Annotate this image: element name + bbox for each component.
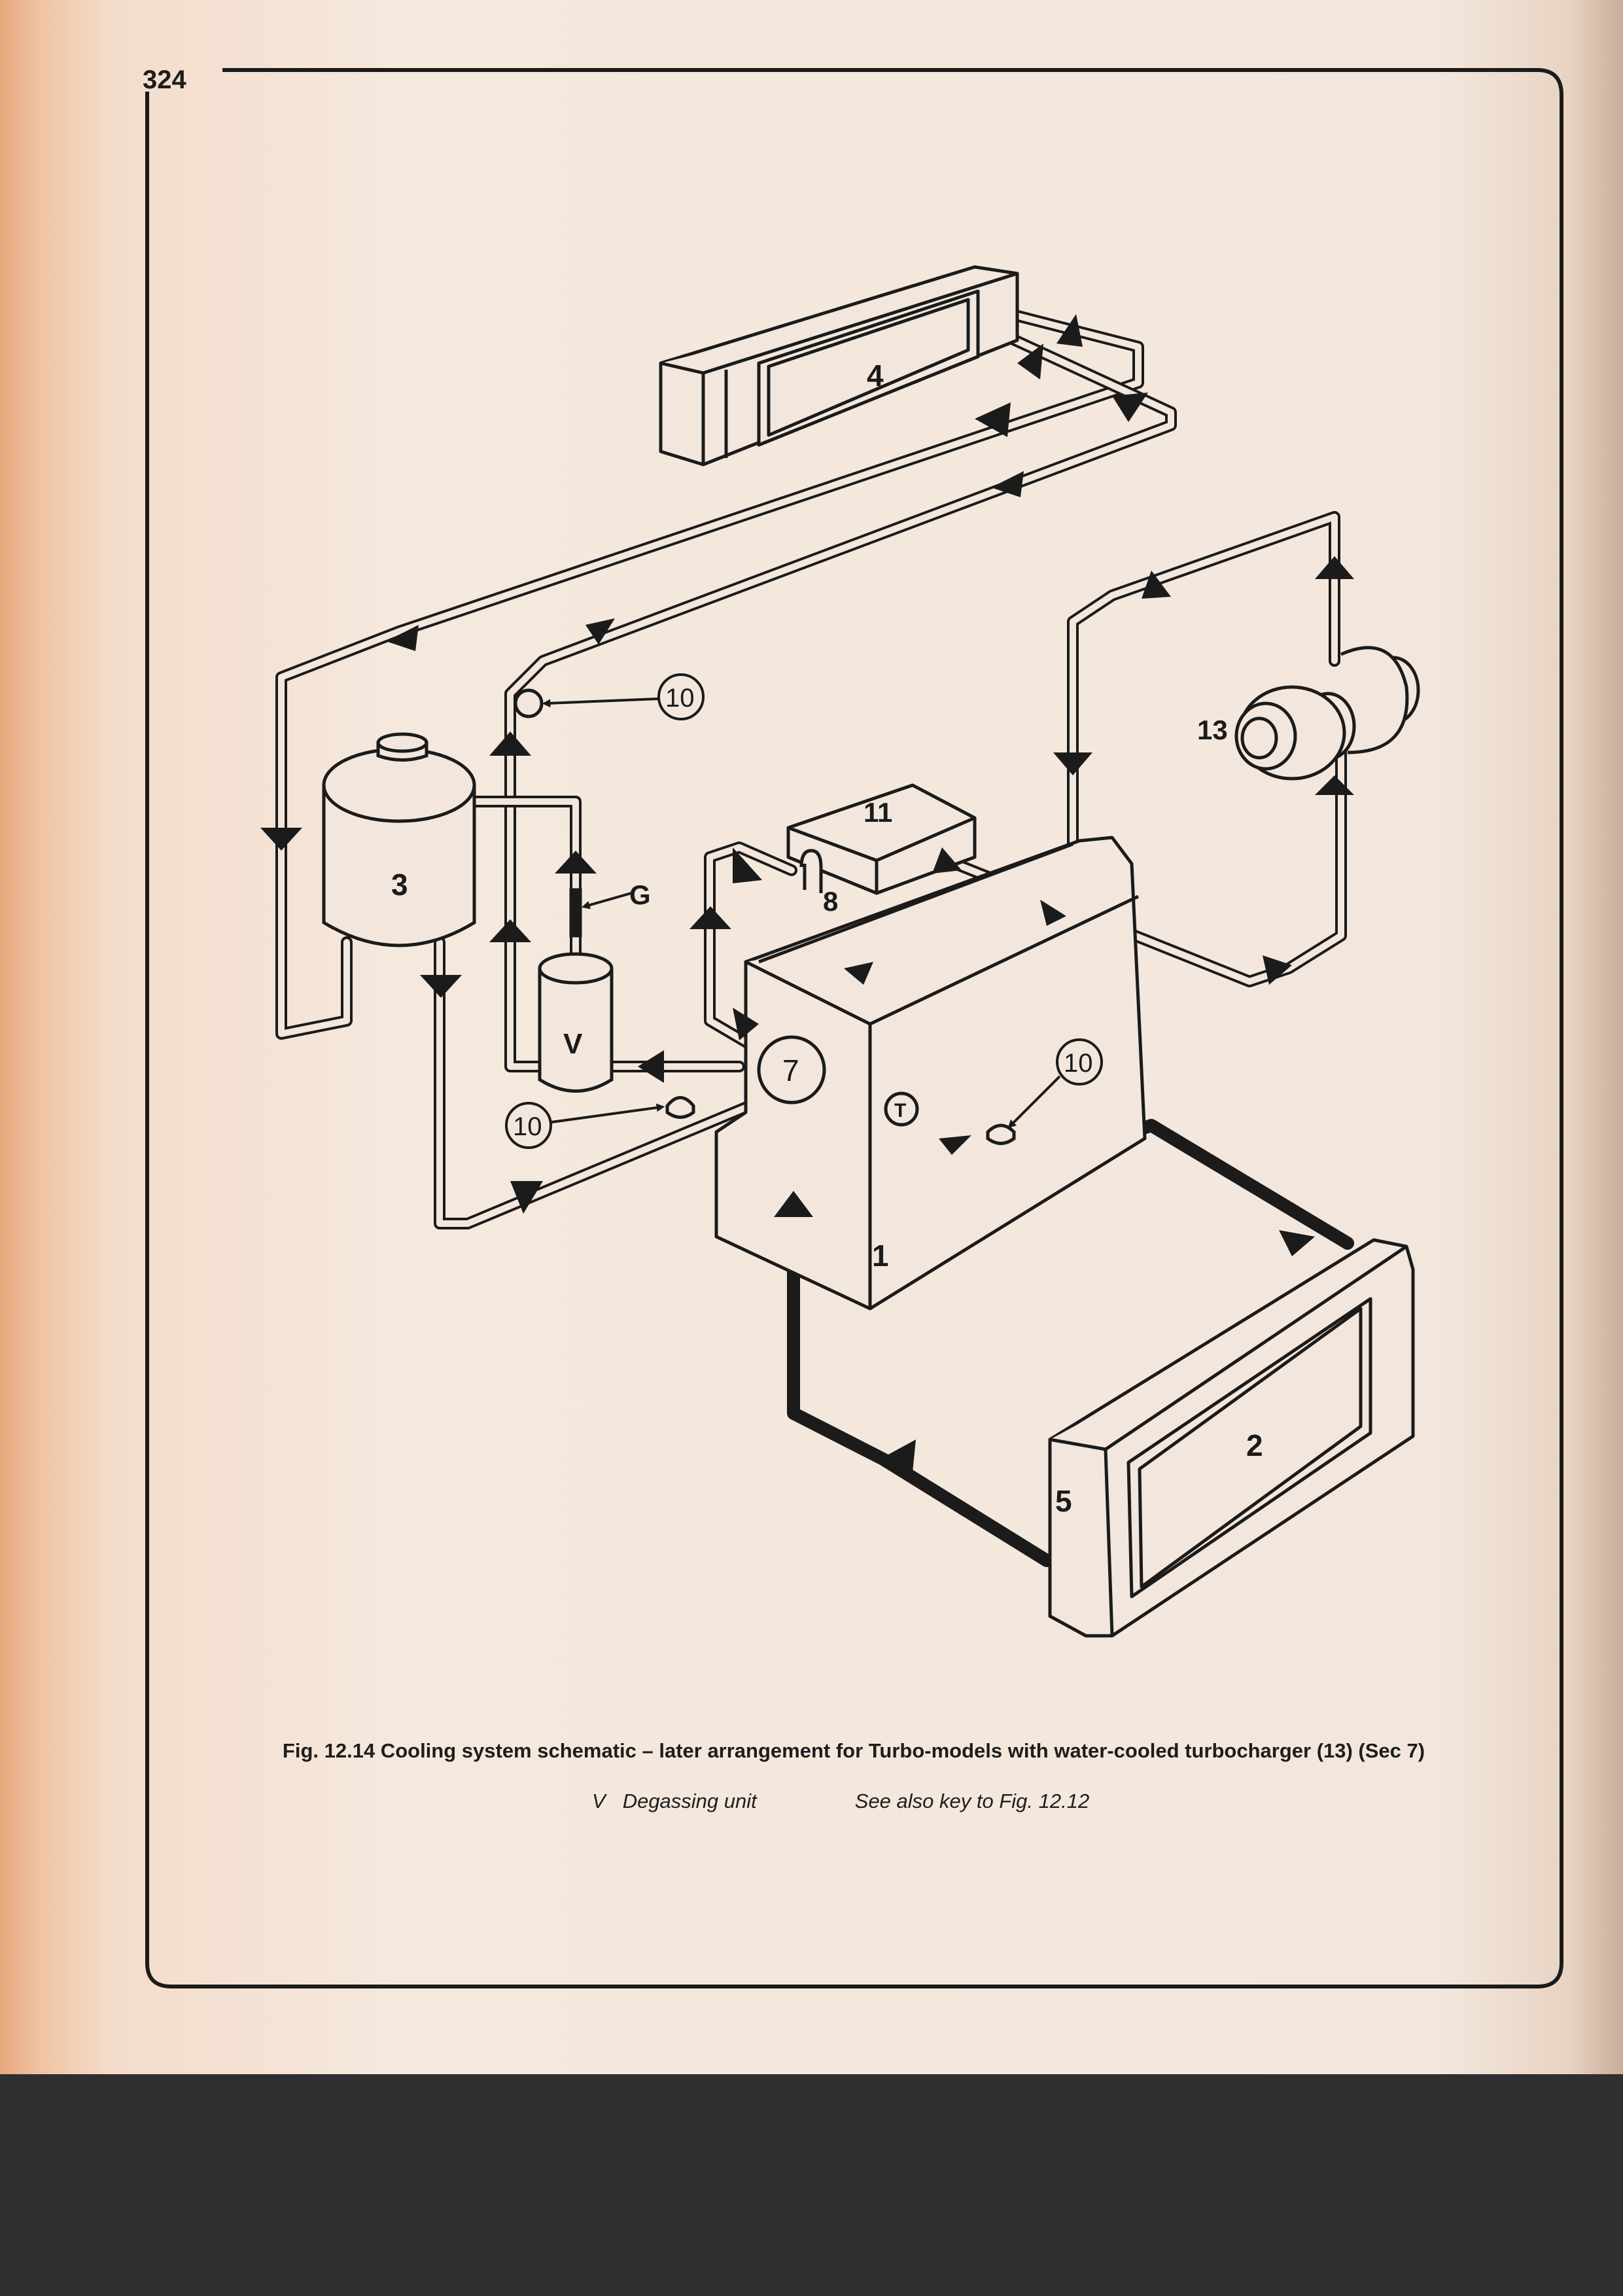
label-valve: 8 — [823, 886, 838, 917]
label-heater: 4 — [867, 359, 884, 393]
label-radiator: 2 — [1246, 1428, 1263, 1462]
component-box-11 — [786, 783, 977, 895]
degassing-unit — [538, 888, 614, 1093]
expansion-tank — [322, 732, 476, 947]
label-thermostat: T — [894, 1100, 906, 1122]
label-degassing: V — [563, 1028, 583, 1060]
figure-key: V Degassing unit See also key to Fig. 12.1… — [592, 1790, 1089, 1813]
key-symbol: V — [592, 1790, 606, 1812]
label-g: G — [629, 879, 651, 910]
engine-block — [714, 836, 1147, 1311]
label-engine: 1 — [872, 1239, 889, 1273]
thermostat — [884, 1091, 919, 1127]
label-pump: 7 — [782, 1053, 799, 1087]
label-bleed-a: 10 — [665, 684, 695, 713]
water-pump — [757, 1035, 826, 1104]
see-also-text: See also key to Fig. 12.12 — [854, 1790, 1090, 1812]
radiator — [1048, 1238, 1415, 1638]
label-radiator-side: 5 — [1055, 1484, 1072, 1518]
callout-circles — [505, 673, 1103, 1149]
page-number: 324 — [143, 65, 186, 94]
page-frame — [145, 68, 1563, 1988]
label-expansion-tank: 3 — [391, 868, 408, 902]
turbocharger — [1234, 646, 1420, 781]
bleed-screws — [514, 688, 1016, 1145]
label-turbo: 13 — [1197, 715, 1228, 745]
heater-matrix — [659, 265, 1019, 467]
label-bleed-b: 10 — [513, 1112, 542, 1141]
flow-arrows — [260, 314, 1354, 1472]
figure-caption: Fig. 12.14 Cooling system schematic – la… — [282, 1739, 1425, 1762]
label-box: 11 — [864, 797, 892, 828]
leader-lines — [542, 698, 1061, 1129]
label-bleed-c: 10 — [1064, 1049, 1093, 1078]
key-text: Degassing unit — [622, 1790, 757, 1812]
